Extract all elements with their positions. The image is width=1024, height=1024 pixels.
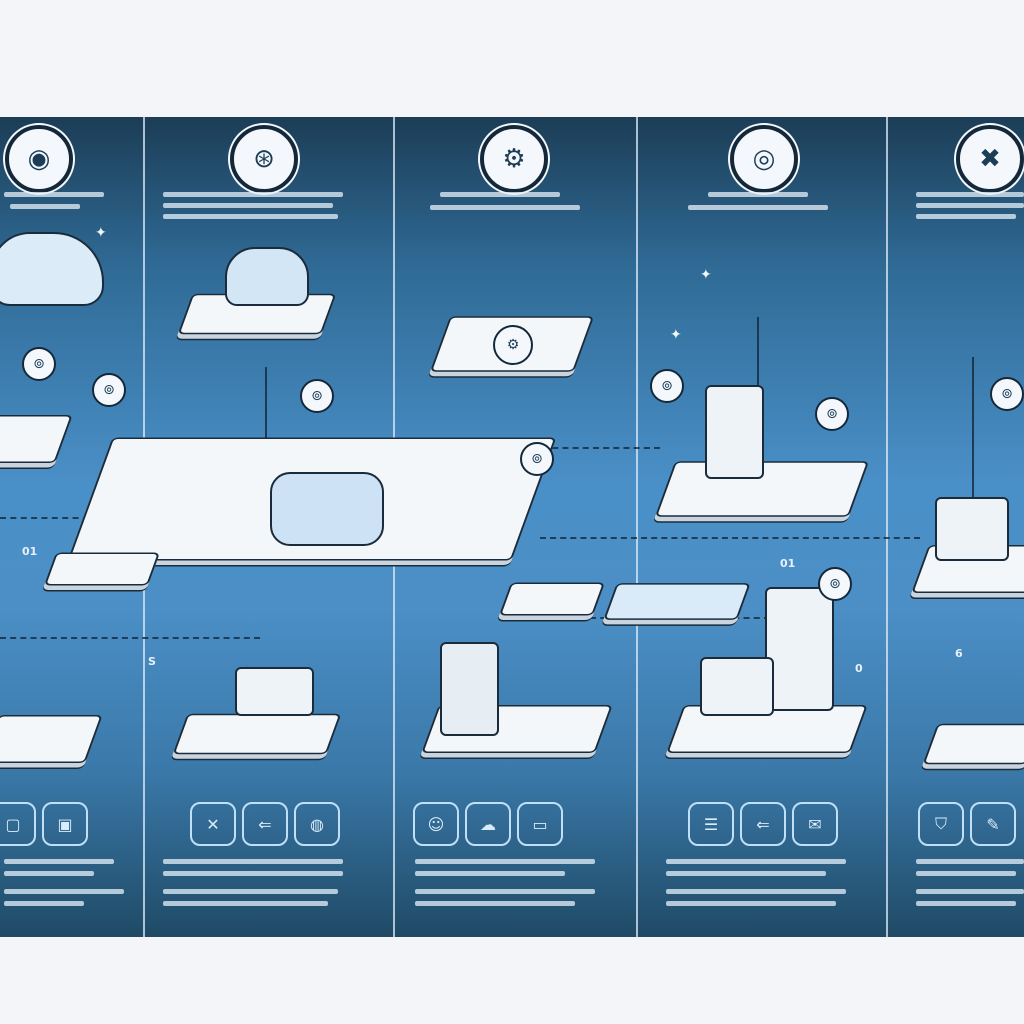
caption-line xyxy=(4,859,114,864)
node-icon: ⊚ xyxy=(520,442,554,476)
connector-line xyxy=(0,637,260,639)
connector-line xyxy=(0,517,120,519)
caption-line xyxy=(415,871,565,876)
monitor-icon xyxy=(935,497,1009,561)
connector-line xyxy=(972,357,974,497)
eye-tools-icon: ⊛ xyxy=(230,125,298,193)
node-icon: ⊚ xyxy=(990,377,1024,411)
caption-line xyxy=(916,214,1016,219)
cloud-icon xyxy=(225,247,309,306)
gear-target-icon: ⚙ xyxy=(480,125,548,193)
bottom-icon-row: ▢ ▣ xyxy=(0,802,88,846)
node-icon: ⊚ xyxy=(92,373,126,407)
step-number: 0 xyxy=(855,662,863,675)
caption-line xyxy=(415,859,595,864)
panel-5: ✖ ⛉ ✎ xyxy=(888,117,1024,937)
caption-line xyxy=(916,859,1024,864)
node-icon: ⊚ xyxy=(300,379,334,413)
connector-line xyxy=(757,317,759,417)
arrow-left-icon: ⇐ xyxy=(242,802,288,846)
platform-left-bottom xyxy=(0,715,103,763)
panel-3: ⚙ ☺ ☁ ▭ xyxy=(395,117,638,937)
connector-line xyxy=(265,367,267,487)
caption-line xyxy=(163,192,343,197)
sparkle-icon: ✦ xyxy=(700,267,712,283)
center-hub-icon xyxy=(270,472,384,546)
caption-line xyxy=(4,901,84,906)
caption-line xyxy=(415,889,595,894)
shield-lock-icon: ◉ xyxy=(5,125,73,193)
caption-line xyxy=(10,204,80,209)
platform-window xyxy=(603,583,751,620)
server-stack-icon xyxy=(440,642,499,736)
brain-icon: ☺ xyxy=(413,802,459,846)
caption-line xyxy=(688,205,828,210)
caption-line xyxy=(916,901,1016,906)
tools-cross-icon: ✖ xyxy=(956,125,1024,193)
bottom-icon-row: ☰ ⇐ ✉ xyxy=(688,802,838,846)
connector-line xyxy=(540,537,920,539)
caption-line xyxy=(4,889,124,894)
gear-icon: ⚙ xyxy=(493,325,533,365)
chip-icon: ▣ xyxy=(42,802,88,846)
panel-1: ◉ 01 ▢ ▣ xyxy=(0,117,145,937)
platform-small xyxy=(43,552,161,586)
document-stack-icon xyxy=(235,667,314,716)
step-number: S xyxy=(148,655,156,668)
node-icon: ⊚ xyxy=(818,567,852,601)
step-number: 01 xyxy=(780,557,796,570)
caption-line xyxy=(4,192,104,197)
caption-line xyxy=(666,871,826,876)
caption-line xyxy=(916,203,1024,208)
caption-line xyxy=(163,214,338,219)
caption-line xyxy=(666,859,846,864)
platform-stack xyxy=(172,713,342,755)
infographic-board: ◉ 01 ▢ ▣ ⊛ ✕ ⇐ ◍ ⚙ ☺ ☁ xyxy=(0,117,1024,937)
step-number: 6 xyxy=(955,647,963,660)
node-icon: ⊚ xyxy=(22,347,56,381)
device-icon: ▢ xyxy=(0,802,36,846)
chat-icon: ✉ xyxy=(792,802,838,846)
caption-line xyxy=(666,889,846,894)
node-icon: ⊚ xyxy=(815,397,849,431)
caption-line xyxy=(163,901,328,906)
pen-icon: ✎ xyxy=(970,802,1016,846)
wifi-signal-icon: ◎ xyxy=(730,125,798,193)
card-icon: ▭ xyxy=(517,802,563,846)
bottom-icon-row: ☺ ☁ ▭ xyxy=(413,802,563,846)
tablet-icon xyxy=(705,385,764,479)
caption-line xyxy=(163,859,343,864)
bottom-icon-row: ✕ ⇐ ◍ xyxy=(190,802,340,846)
step-number: 01 xyxy=(22,545,38,558)
caption-line xyxy=(4,871,94,876)
globe-icon: ◍ xyxy=(294,802,340,846)
caption-line xyxy=(708,192,808,197)
sparkle-icon: ✦ xyxy=(95,225,107,241)
caption-line xyxy=(440,192,560,197)
caption-line xyxy=(430,205,580,210)
caption-line xyxy=(163,203,333,208)
tools-icon: ✕ xyxy=(190,802,236,846)
smartphone-icon xyxy=(765,587,834,711)
caption-line xyxy=(163,889,338,894)
bottom-icon-row: ⛉ ✎ xyxy=(918,802,1016,846)
panel-2: ⊛ ✕ ⇐ ◍ xyxy=(145,117,395,937)
platform-right-bottom xyxy=(922,723,1024,765)
caption-line xyxy=(916,871,1016,876)
platform-screen xyxy=(498,582,606,616)
caption-line xyxy=(916,192,1024,197)
sparkle-icon: ✦ xyxy=(670,327,682,343)
caption-line xyxy=(916,889,1024,894)
node-icon: ⊚ xyxy=(650,369,684,403)
arrow-left-icon: ⇐ xyxy=(740,802,786,846)
panel-4: ◎ ☰ ⇐ ✉ xyxy=(638,117,888,937)
caption-line xyxy=(666,901,836,906)
laptop-icon xyxy=(700,657,774,716)
cloud-network-icon: ☁ xyxy=(465,802,511,846)
caption-line xyxy=(415,901,575,906)
shield-icon: ⛉ xyxy=(918,802,964,846)
caption-line xyxy=(163,871,343,876)
server-icon: ☰ xyxy=(688,802,734,846)
